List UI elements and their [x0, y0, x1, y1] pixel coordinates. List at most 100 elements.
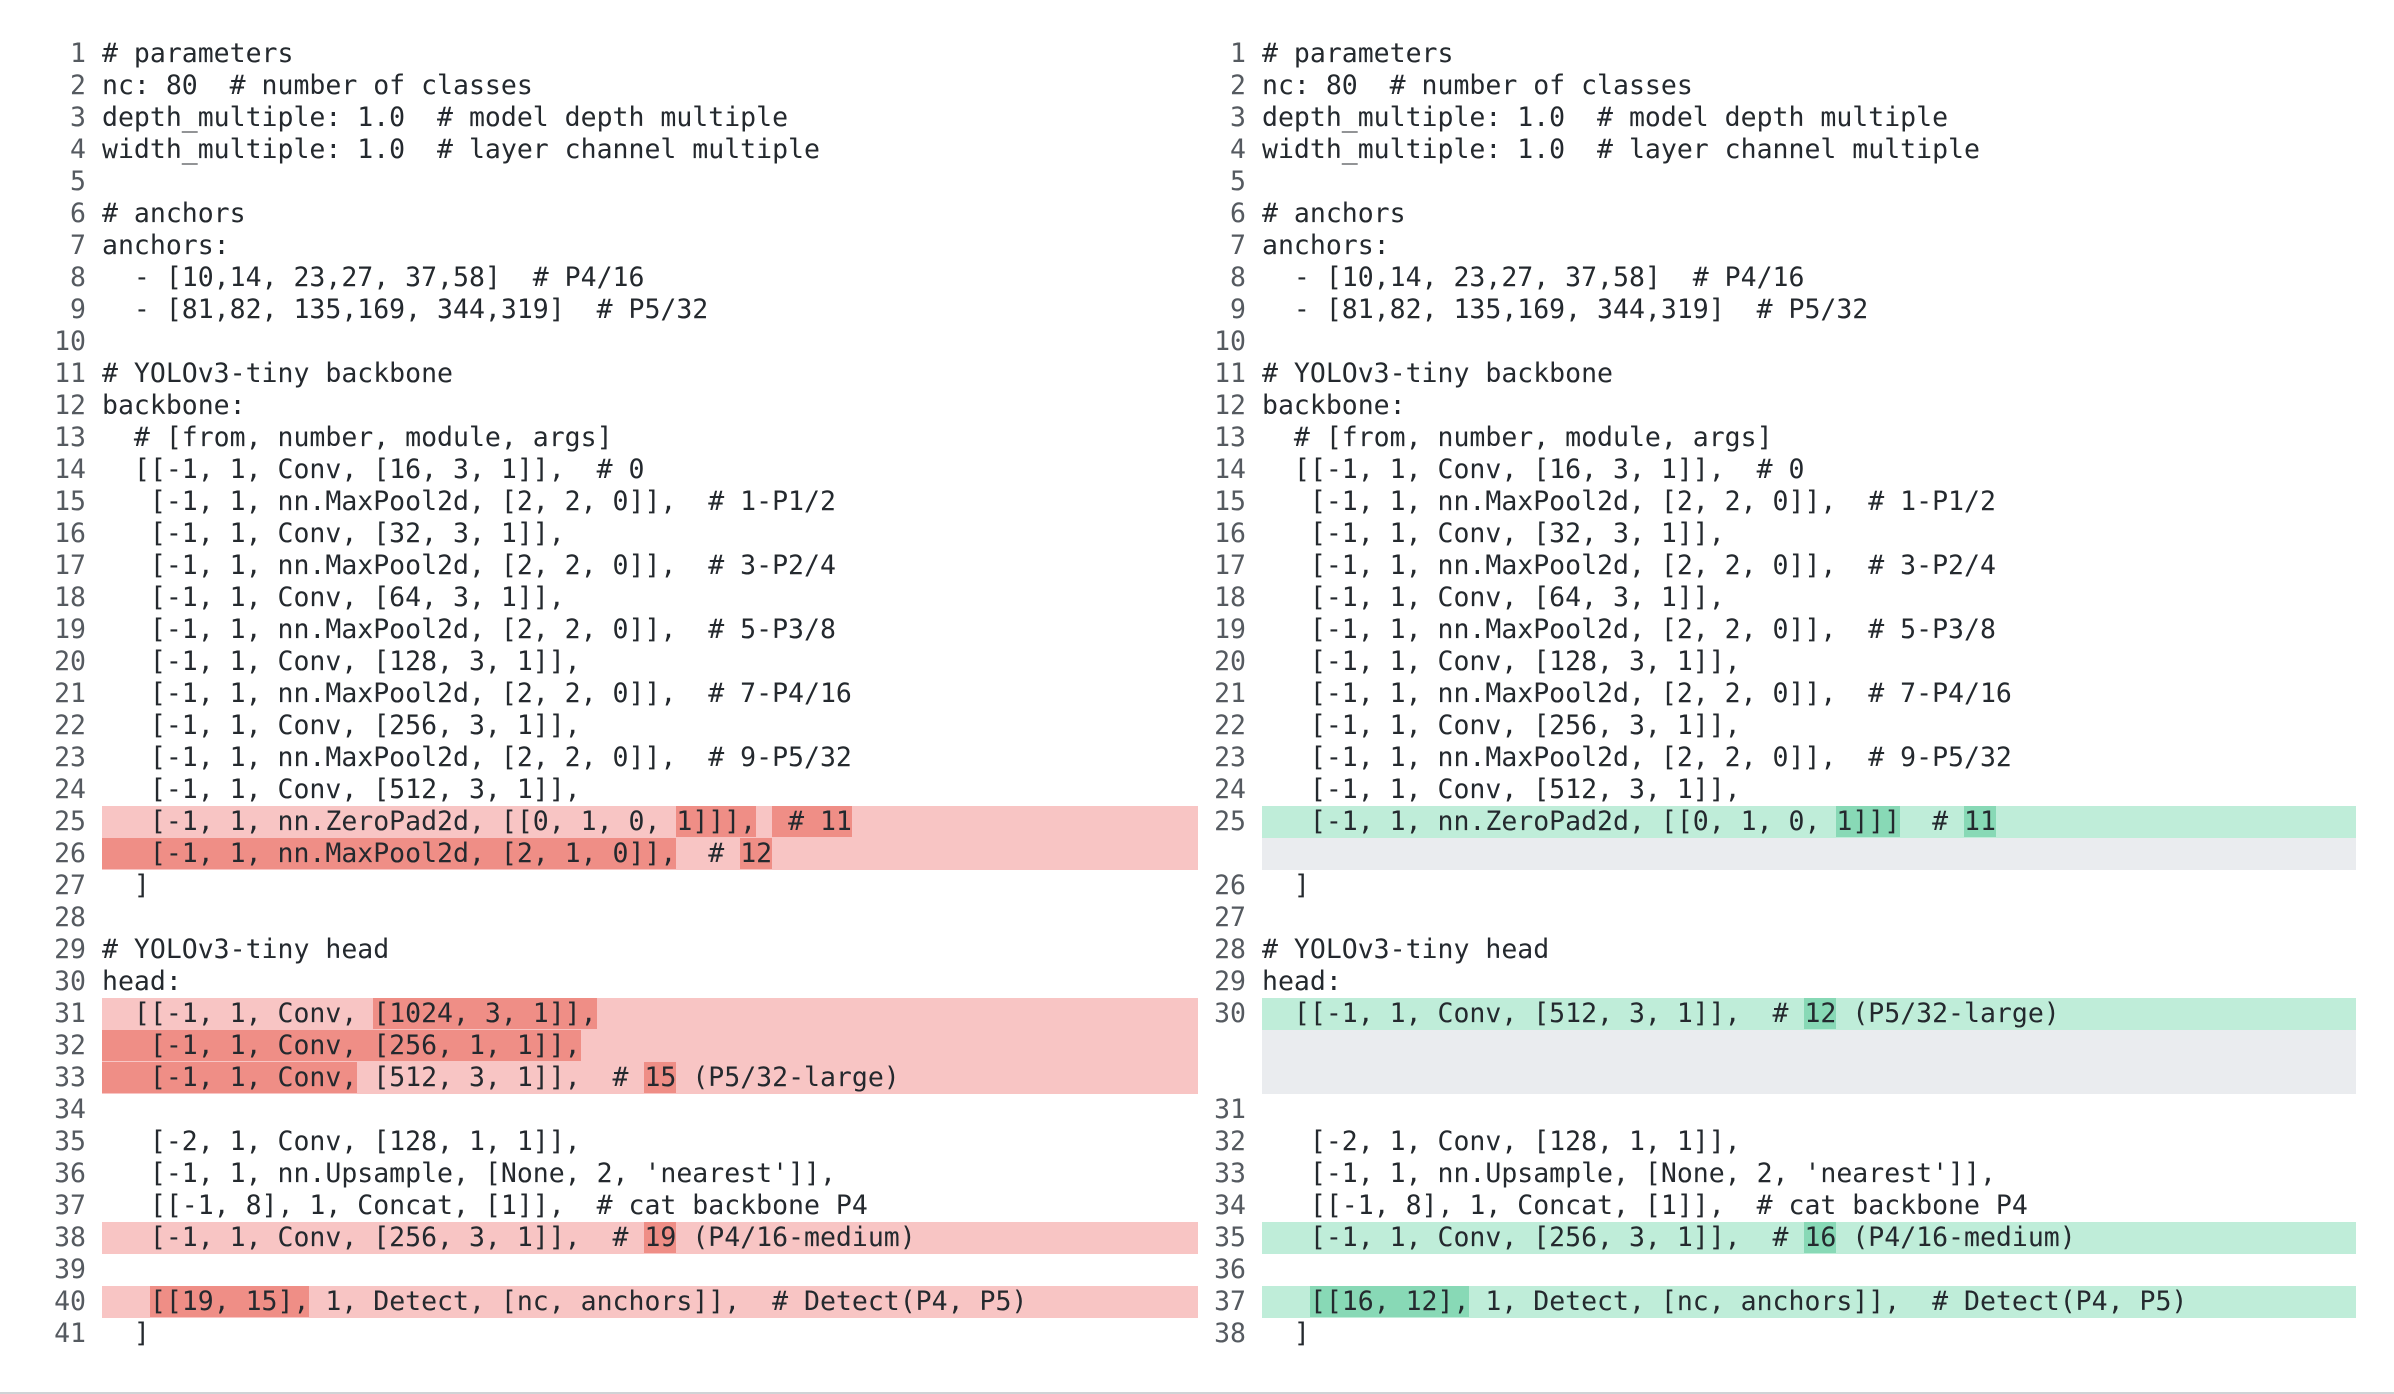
code-text: [-1, 1, nn.MaxPool2d, [2, 2, 0]], # 1-P1… [102, 486, 836, 517]
line-number: 27 [1214, 902, 1246, 933]
diff-line-added: 25 [-1, 1, nn.ZeroPad2d, [[0, 1, 0, 1]]]… [1160, 806, 2356, 838]
code-text: [-1, 1, Conv, [32, 3, 1]], [102, 518, 565, 549]
diff-line-removed: 40 [[19, 15], 1, Detect, [nc, anchors]],… [0, 1286, 1198, 1318]
code-text: depth_multiple: 1.0 # model depth multip… [102, 102, 789, 133]
diff-line-added: 35 [-1, 1, Conv, [256, 3, 1]], # 16 (P4/… [1160, 1222, 2356, 1254]
changed-text-highlight: 1]]] [1836, 806, 1901, 837]
line-number: 4 [70, 134, 86, 165]
diff-line-placeholder [1160, 1062, 2356, 1094]
diff-line: 31 [1160, 1094, 2356, 1126]
diff-line: 36 [1160, 1254, 2356, 1286]
line-number: 30 [54, 966, 86, 997]
line-number: 5 [1230, 166, 1246, 197]
line-number: 35 [1214, 1222, 1246, 1253]
code-text: [-1, 1, Conv, [512, 3, 1]], [1262, 774, 1741, 805]
code-text: [-1, 1, nn.MaxPool2d, [2, 2, 0]], # 3-P2… [1262, 550, 1996, 581]
code-text: # [from, number, module, args] [1262, 422, 1773, 453]
diff-line: 12 backbone: [1160, 390, 2356, 422]
changed-text-highlight: 15 [644, 1062, 677, 1093]
code-text: width_multiple: 1.0 # layer channel mult… [1262, 134, 1980, 165]
line-code: backbone: [1262, 390, 2356, 422]
diff-line: 34 [[-1, 8], 1, Concat, [1]], # cat back… [1160, 1190, 2356, 1222]
code-text: [-1, 1, Conv, [32, 3, 1]], [1262, 518, 1725, 549]
line-number: 18 [1214, 582, 1246, 613]
code-text: [[-1, 8], 1, Concat, [1]], # cat backbon… [1262, 1190, 2028, 1221]
line-code: [-1, 1, nn.Upsample, [None, 2, 'nearest'… [102, 1158, 1198, 1190]
line-number: 29 [1214, 966, 1246, 997]
line-code: [[-1, 8], 1, Concat, [1]], # cat backbon… [102, 1190, 1198, 1222]
line-code: # parameters [1262, 38, 2356, 70]
line-code [102, 1094, 1198, 1126]
diff-line: 9 - [81,82, 135,169, 344,319] # P5/32 [1160, 294, 2356, 326]
line-number: 12 [1214, 390, 1246, 421]
line-number: 13 [54, 422, 86, 453]
line-code: ] [1262, 1318, 2356, 1350]
line-code: [-1, 1, Conv, [256, 3, 1]], # 19 (P4/16-… [102, 1222, 1198, 1254]
line-number: 33 [54, 1062, 86, 1093]
diff-line: 11# YOLOv3-tiny backbone [1160, 358, 2356, 390]
code-text: # YOLOv3-tiny backbone [102, 358, 453, 389]
diff-line: 20 [-1, 1, Conv, [128, 3, 1]], [1160, 646, 2356, 678]
diff-line: 22 [-1, 1, Conv, [256, 3, 1]], [1160, 710, 2356, 742]
code-text: (P4/16-medium) [1836, 1222, 2076, 1253]
line-code: [-1, 1, nn.MaxPool2d, [2, 2, 0]], # 3-P2… [1262, 550, 2356, 582]
diff-line: 15 [-1, 1, nn.MaxPool2d, [2, 2, 0]], # 1… [0, 486, 1198, 518]
code-text: [-1, 1, nn.MaxPool2d, [2, 2, 0]], # 5-P3… [1262, 614, 1996, 645]
line-number: 10 [54, 326, 86, 357]
code-text: [-1, 1, Conv, [64, 3, 1]], [1262, 582, 1725, 613]
diff-line: 6# anchors [0, 198, 1198, 230]
code-text: [-1, 1, Conv, [256, 3, 1]], # [1262, 1222, 1805, 1253]
code-text: - [81,82, 135,169, 344,319] # P5/32 [102, 294, 709, 325]
code-text: [-1, 1, nn.Upsample, [None, 2, 'nearest'… [102, 1158, 836, 1189]
code-text: [-1, 1, Conv, [512, 3, 1]], [102, 774, 581, 805]
code-text: # parameters [1262, 38, 1454, 69]
diff-line: 8 - [10,14, 23,27, 37,58] # P4/16 [1160, 262, 2356, 294]
code-text: # parameters [102, 38, 294, 69]
changed-text-highlight: 11 [1964, 806, 1996, 837]
code-text: anchors: [1262, 230, 1390, 261]
code-text: ] [102, 870, 150, 901]
code-text: # YOLOv3-tiny head [1262, 934, 1550, 965]
diff-line: 14 [[-1, 1, Conv, [16, 3, 1]], # 0 [0, 454, 1198, 486]
diff-line: 5 [0, 166, 1198, 198]
code-text: [-1, 1, Conv, [128, 3, 1]], [102, 646, 581, 677]
line-code: - [10,14, 23,27, 37,58] # P4/16 [102, 262, 1198, 294]
line-number: 30 [1214, 998, 1246, 1029]
line-number: 9 [70, 294, 86, 325]
code-text: - [10,14, 23,27, 37,58] # P4/16 [1262, 262, 1805, 293]
line-code: [-1, 1, nn.MaxPool2d, [2, 2, 0]], # 1-P1… [102, 486, 1198, 518]
line-code: # YOLOv3-tiny backbone [1262, 358, 2356, 390]
line-code: # parameters [102, 38, 1198, 70]
diff-line-added: 30 [[-1, 1, Conv, [512, 3, 1]], # 12 (P5… [1160, 998, 2356, 1030]
line-code [102, 166, 1198, 198]
line-code: [-1, 1, nn.MaxPool2d, [2, 2, 0]], # 1-P1… [1262, 486, 2356, 518]
line-number: 6 [1230, 198, 1246, 229]
diff-line: 21 [-1, 1, nn.MaxPool2d, [2, 2, 0]], # 7… [0, 678, 1198, 710]
line-number: 32 [1214, 1126, 1246, 1157]
line-number: 36 [54, 1158, 86, 1189]
line-number: 27 [54, 870, 86, 901]
line-code: # anchors [1262, 198, 2356, 230]
line-number: 2 [70, 70, 86, 101]
line-code: [-1, 1, Conv, [64, 3, 1]], [1262, 582, 2356, 614]
diff-line: 14 [[-1, 1, Conv, [16, 3, 1]], # 0 [1160, 454, 2356, 486]
line-code [1262, 326, 2356, 358]
line-number: 25 [54, 806, 86, 837]
code-text: [[-1, 1, Conv, [16, 3, 1]], # 0 [102, 454, 645, 485]
code-text: backbone: [102, 390, 246, 421]
diff-line-removed: 26 [-1, 1, nn.MaxPool2d, [2, 1, 0]], # 1… [0, 838, 1198, 870]
diff-line: 35 [-2, 1, Conv, [128, 1, 1]], [0, 1126, 1198, 1158]
code-text: # YOLOv3-tiny backbone [1262, 358, 1613, 389]
code-text: [-1, 1, nn.MaxPool2d, [2, 2, 0]], # 3-P2… [102, 550, 836, 581]
line-number: 38 [54, 1222, 86, 1253]
line-number: 6 [70, 198, 86, 229]
line-code: # YOLOv3-tiny head [1262, 934, 2356, 966]
diff-line-removed: 31 [[-1, 1, Conv, [1024, 3, 1]], [0, 998, 1198, 1030]
changed-text-highlight: 1]]], [676, 806, 757, 837]
